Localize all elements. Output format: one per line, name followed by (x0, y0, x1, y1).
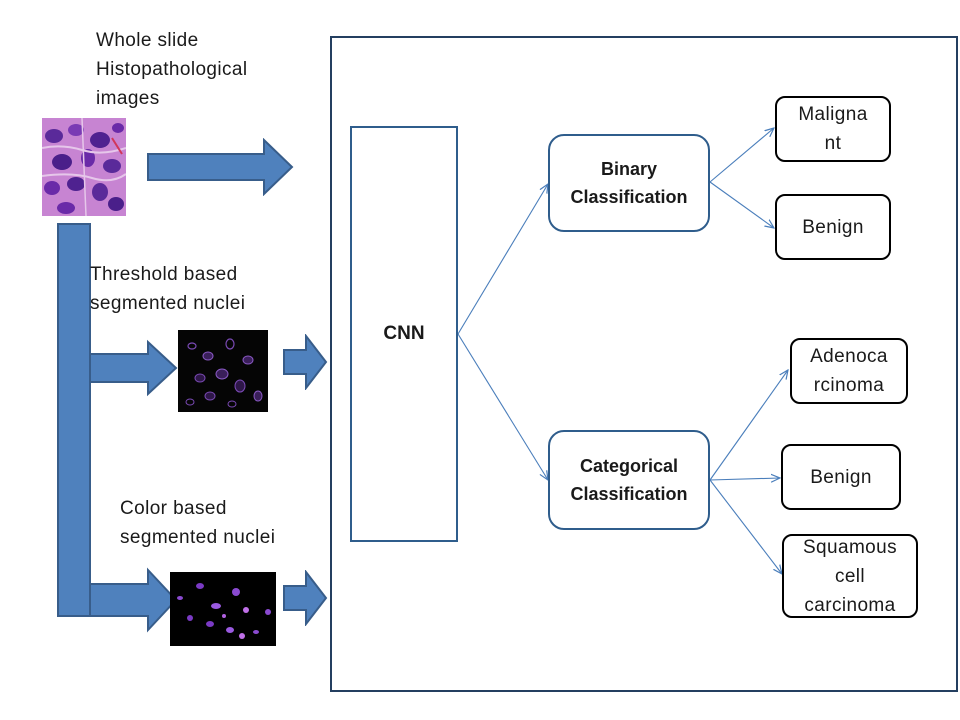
split-arrow (56, 222, 178, 634)
cnn-label: CNN (383, 323, 425, 344)
color-input-arrow (282, 569, 328, 627)
output-squamous-cell-carcinoma: Squamous cell carcinoma (782, 534, 918, 618)
categorical-to-benign-connector (709, 478, 780, 480)
binary-to-benign-connector (709, 181, 774, 228)
categorical-classification-box: Categorical Classification (548, 430, 710, 530)
categorical-to-adenocarcinoma-connector (709, 370, 788, 481)
cnn-to-binary-connector (457, 184, 548, 335)
output-malignant: Maligna nt (775, 96, 891, 162)
color-segmented-nuclei-image (170, 572, 276, 646)
histopathology-slide-image (42, 118, 126, 216)
output-benign-categorical: Benign (781, 444, 901, 510)
output-adenocarcinoma: Adenoca rcinoma (790, 338, 908, 404)
color-label: Color based segmented nuclei (120, 498, 276, 548)
categorical-to-squamous-connector (709, 479, 782, 574)
threshold-segmented-nuclei-image (178, 330, 268, 412)
categorical-label-line: Categorical (579, 456, 679, 476)
categorical-label-line: Classification (570, 484, 688, 504)
cnn-to-categorical-connector (457, 333, 548, 480)
threshold-label: Threshold based segmented nuclei (90, 264, 246, 314)
binary-label-line: Binary (600, 159, 657, 179)
binary-label-line: Classification (570, 187, 688, 207)
top-input-arrow (146, 137, 296, 197)
output-benign-binary: Benign (775, 194, 891, 260)
binary-to-malignant-connector (709, 128, 774, 183)
whole-slide-label: Whole slide Histopathological images (96, 30, 248, 109)
binary-classification-box: Binary Classification (548, 134, 710, 232)
cnn-block (350, 126, 458, 542)
pipeline-frame (330, 36, 958, 692)
threshold-input-arrow (282, 333, 328, 391)
